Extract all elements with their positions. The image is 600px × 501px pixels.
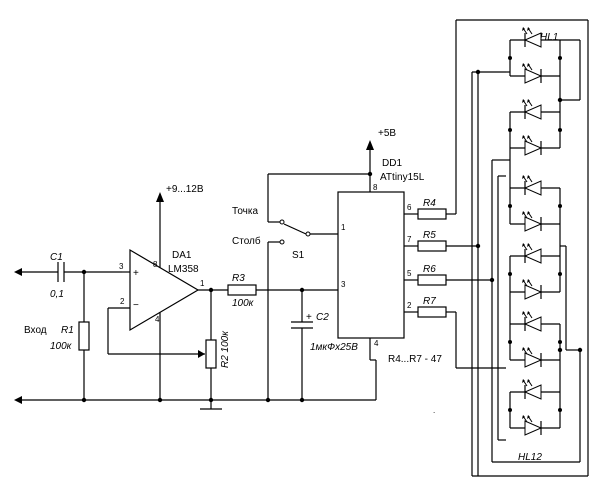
svg-text:8: 8 [153,260,158,269]
resistor-r1 [78,321,90,351]
svg-text:5: 5 [407,269,412,278]
led [510,175,560,196]
da1-part: LM358 [168,264,199,275]
led [510,63,560,84]
c2-label: C2 [316,312,329,323]
switch-contact-dot [279,219,285,225]
svg-text:2: 2 [120,297,125,306]
supply-mcu-arrow-icon [366,140,374,150]
svg-text:1: 1 [341,223,346,232]
mcu-dd1 [337,191,405,339]
led-pair [508,243,562,300]
r7-label: R7 [423,296,436,307]
led-links [506,71,561,392]
r1-label: R1 [61,325,74,336]
svg-text:1: 1 [200,279,205,288]
resistor-r2 [205,339,217,369]
svg-text:2: 2 [407,301,412,310]
supply-mcu-label: +5В [378,128,396,139]
dd1-part: ATtiny15L [380,172,425,183]
led [510,347,560,368]
opamp-minus: − [133,300,139,311]
s1-label: S1 [292,250,305,261]
dd1-label: DD1 [382,158,402,169]
r4-label: R4 [423,198,436,209]
led [510,415,560,436]
switch-label-column: Столб [232,235,261,247]
switch-lever [283,223,307,235]
input-label: Вход [24,325,47,336]
svg-text:3: 3 [119,262,124,271]
r5-label: R5 [423,230,436,241]
led [510,211,560,232]
led [510,243,560,264]
r2-label: R2 100к [220,330,231,368]
supply-op-label: +9...12В [166,184,204,195]
svg-text:3: 3 [341,280,346,289]
hl1-label: HL1 [540,32,558,43]
r3-label: R3 [232,273,245,284]
led-pair [508,311,562,368]
led-pair [508,27,562,84]
opamp-da1 [129,248,200,332]
resistor-note: R4...R7 - 47 [388,354,442,365]
input-arrow-icon [14,268,22,276]
c1-value: 0,1 [50,289,64,300]
ground-arrow-icon [14,396,22,404]
led [510,279,560,300]
led [510,27,560,48]
svg-text:4: 4 [374,339,379,348]
led-pair [508,379,562,436]
svg-text:8: 8 [373,183,378,192]
r6-label: R6 [423,264,436,275]
resistor-r5 [417,240,447,252]
c1-label: C1 [50,252,63,263]
da1-label: DA1 [172,250,192,261]
capacitor-c1 [57,262,65,282]
switch-contact-column [279,239,285,245]
svg-text:7: 7 [407,235,412,244]
hl12-label: HL12 [518,452,542,463]
c2-value: 1мкФх25В [310,342,358,353]
led-pair [508,99,562,156]
led [510,99,560,120]
led [510,135,560,156]
led-pair [508,175,562,232]
led [510,379,560,400]
svg-text:6: 6 [407,203,412,212]
svg-text:4: 4 [155,315,160,324]
opamp-plus: + [133,268,139,279]
led [510,311,560,332]
resistor-r3 [227,284,257,296]
led-column [506,27,562,436]
resistor-r6 [417,274,447,286]
switch-label-dot: Точка [232,206,258,217]
resistor-r4 [417,208,447,220]
r1-value: 100к [50,341,73,352]
resistor-r7 [417,306,447,318]
svg-text:.: . [433,406,435,415]
supply-op-arrow-icon [156,192,164,202]
r3-value: 100к [232,298,255,309]
svg-text:+: + [306,312,312,323]
